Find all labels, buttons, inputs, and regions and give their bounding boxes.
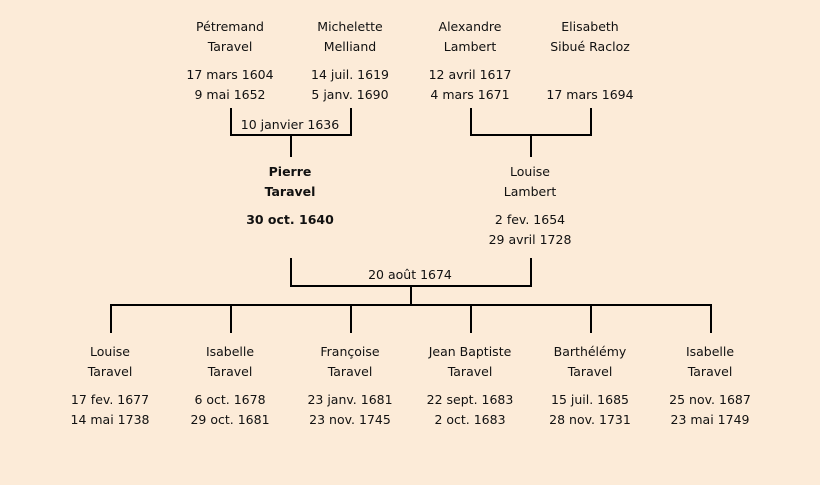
first-name: Pétremand <box>196 19 264 34</box>
connector-line <box>530 258 532 287</box>
last-name: Taravel <box>687 364 733 379</box>
connector-line <box>230 304 232 333</box>
last-name: Taravel <box>327 364 373 379</box>
birth-date: 14 juil. 1619 <box>311 67 389 82</box>
first-name: Pierre <box>268 164 312 179</box>
connector-line <box>350 108 352 136</box>
birth-date: 23 janv. 1681 <box>307 392 393 407</box>
first-name: Françoise <box>320 344 380 359</box>
last-name: Taravel <box>567 364 613 379</box>
last-name: Sibué Racloz <box>550 39 630 54</box>
death-date: 5 janv. 1690 <box>311 87 389 102</box>
death-date: 29 avril 1728 <box>488 232 572 247</box>
connector-line <box>710 304 712 333</box>
death-date: 17 mars 1694 <box>546 87 634 102</box>
connector-line <box>230 108 232 136</box>
death-date: 9 mai 1652 <box>194 87 266 102</box>
last-name: Taravel <box>87 364 133 379</box>
connector-line <box>590 108 592 136</box>
first-name: Elisabeth <box>561 19 619 34</box>
first-name: Alexandre <box>438 19 502 34</box>
first-name: Isabelle <box>205 344 255 359</box>
connector-line <box>110 304 112 333</box>
last-name: Taravel <box>447 364 493 379</box>
first-name: Jean Baptiste <box>428 344 512 359</box>
birth-date: 22 sept. 1683 <box>426 392 514 407</box>
connector-line <box>530 134 532 157</box>
marriage-date-parents: 20 août 1674 <box>368 267 452 282</box>
birth-date: 17 fev. 1677 <box>70 392 150 407</box>
connector-line <box>410 285 412 305</box>
birth-date: 25 nov. 1687 <box>669 392 751 407</box>
birth-date: 12 avril 1617 <box>428 67 512 82</box>
death-date: 28 nov. 1731 <box>549 412 631 427</box>
first-name: Michelette <box>317 19 383 34</box>
birth-date: 30 oct. 1640 <box>246 212 334 227</box>
connector-line <box>470 108 472 136</box>
connector-line <box>470 304 472 333</box>
connector-line <box>290 258 292 287</box>
birth-date: 15 juil. 1685 <box>551 392 629 407</box>
last-name: Taravel <box>264 184 316 199</box>
first-name: Isabelle <box>685 344 735 359</box>
connector-line <box>350 304 352 333</box>
last-name: Taravel <box>207 39 253 54</box>
first-name: Barthélémy <box>553 344 627 359</box>
connector-line <box>290 134 292 157</box>
death-date: 23 mai 1749 <box>670 412 750 427</box>
birth-date: 17 mars 1604 <box>186 67 274 82</box>
connector-line <box>110 304 712 306</box>
connector-line <box>590 304 592 333</box>
marriage-date-paternal: 10 janvier 1636 <box>240 117 340 132</box>
birth-date: 2 fev. 1654 <box>494 212 566 227</box>
birth-date: 6 oct. 1678 <box>194 392 266 407</box>
first-name: Louise <box>90 344 130 359</box>
death-date: 29 oct. 1681 <box>190 412 270 427</box>
death-date: 4 mars 1671 <box>430 87 510 102</box>
last-name: Melliand <box>323 39 377 54</box>
death-date: 14 mai 1738 <box>70 412 150 427</box>
last-name: Taravel <box>207 364 253 379</box>
last-name: Lambert <box>443 39 497 54</box>
death-date: 23 nov. 1745 <box>309 412 391 427</box>
last-name: Lambert <box>503 184 557 199</box>
first-name: Louise <box>510 164 550 179</box>
death-date: 2 oct. 1683 <box>434 412 506 427</box>
